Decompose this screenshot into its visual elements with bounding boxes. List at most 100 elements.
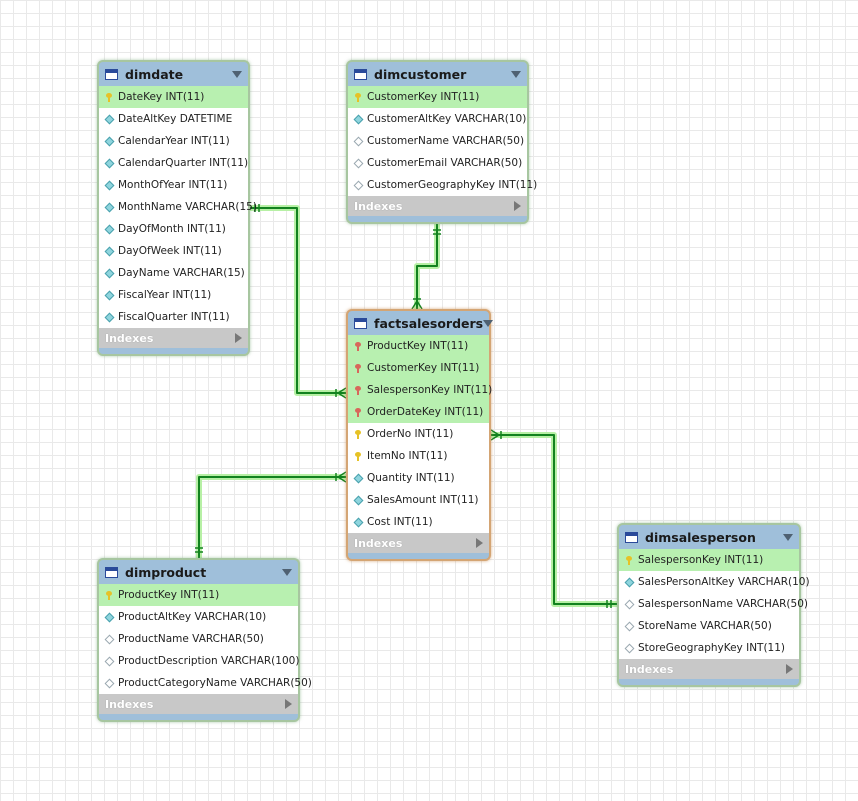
column-row[interactable]: DateKey INT(11) [99,86,248,108]
column-row[interactable]: CalendarYear INT(11) [99,130,248,152]
table-dimproduct[interactable]: dimproduct ProductKey INT(11) ProductAltK… [97,558,312,722]
indexes-section[interactable]: Indexes [619,659,799,679]
column-label: MonthOfYear INT(11) [118,179,228,191]
expand-arrow-icon[interactable] [285,699,292,709]
table-header[interactable]: dimproduct [99,560,298,584]
column-diamond-icon [105,657,113,666]
column-diamond-icon [105,137,113,146]
column-row[interactable]: DayName VARCHAR(15) [99,262,248,284]
collapse-chevron-icon[interactable] [282,568,292,576]
relationship-line-dimsalesperson[interactable] [491,434,617,605]
column-row[interactable]: DateAltKey DATETIME [99,108,248,130]
collapse-chevron-icon[interactable] [483,319,494,327]
column-row[interactable]: ProductKey INT(11) [99,584,298,606]
column-row[interactable]: StoreName VARCHAR(50) [619,615,799,637]
column-row[interactable]: DayOfMonth INT(11) [99,218,248,240]
column-label: DayOfMonth INT(11) [118,223,226,235]
column-diamond-icon [625,644,633,653]
table-icon [105,566,118,578]
indexes-section[interactable]: Indexes [348,533,489,553]
column-row[interactable]: CustomerEmail VARCHAR(50) [348,152,527,174]
column-row[interactable]: SalespersonKey INT(11) [348,379,492,401]
table-dimdate[interactable]: dimdate DateKey INT(11) DateAltKey DATETI… [97,60,257,356]
table-header[interactable]: dimcustomer [348,62,527,86]
column-label: ProductAltKey VARCHAR(10) [118,611,267,623]
table-icon [354,317,367,329]
column-label: CalendarQuarter INT(11) [118,157,249,169]
column-diamond-icon [105,613,113,622]
expand-arrow-icon[interactable] [786,664,793,674]
column-row[interactable]: OrderDateKey INT(11) [348,401,489,423]
column-row[interactable]: ProductDescription VARCHAR(100) [99,650,300,672]
column-label: CalendarYear INT(11) [118,135,230,147]
column-diamond-icon [105,291,113,300]
column-row[interactable]: StoreGeographyKey INT(11) [619,637,799,659]
expand-arrow-icon[interactable] [235,333,242,343]
column-list: ProductKey INT(11)CustomerKey INT(11)Sal… [348,335,492,533]
relationship-line-dimdate[interactable] [250,207,346,394]
indexes-section[interactable]: Indexes [99,694,298,714]
column-row[interactable]: OrderNo INT(11) [348,423,489,445]
column-row[interactable]: ItemNo INT(11) [348,445,489,467]
collapse-chevron-icon[interactable] [783,533,793,541]
collapse-chevron-icon[interactable] [511,70,521,78]
table-header[interactable]: dimsalesperson [619,525,799,549]
column-label: StoreName VARCHAR(50) [638,620,772,632]
column-row[interactable]: SalesAmount INT(11) [348,489,489,511]
table-header[interactable]: dimdate [99,62,248,86]
column-diamond-icon [105,115,113,124]
table-name: dimproduct [125,564,207,580]
crows-foot [490,434,500,441]
column-label: ProductDescription VARCHAR(100) [118,655,300,667]
column-row[interactable]: CustomerAltKey VARCHAR(10) [348,108,527,130]
column-row[interactable]: MonthOfYear INT(11) [99,174,248,196]
relationship-line-dimproduct[interactable] [198,476,346,558]
expand-arrow-icon[interactable] [514,201,521,211]
column-row[interactable]: Quantity INT(11) [348,467,489,489]
column-row[interactable]: SalespersonKey INT(11) [619,549,799,571]
foreign-key-icon [354,363,362,373]
collapse-chevron-icon[interactable] [232,70,242,78]
column-diamond-icon [354,518,362,527]
column-row[interactable]: CustomerKey INT(11) [348,86,527,108]
column-row[interactable]: Cost INT(11) [348,511,489,533]
indexes-section[interactable]: Indexes [99,328,248,348]
column-row[interactable]: ProductKey INT(11) [348,335,489,357]
column-row[interactable]: CalendarQuarter INT(11) [99,152,248,174]
table-dimsalesperson[interactable]: dimsalesperson SalespersonKey INT(11)Sal… [617,523,810,687]
column-row[interactable]: SalespersonName VARCHAR(50) [619,593,808,615]
primary-key-icon [354,451,362,461]
column-label: StoreGeographyKey INT(11) [638,642,786,654]
column-row[interactable]: DayOfWeek INT(11) [99,240,248,262]
column-diamond-icon [625,578,633,587]
column-row[interactable]: ProductCategoryName VARCHAR(50) [99,672,312,694]
table-factsalesorders[interactable]: factsalesorders ProductKey INT(11)Custom… [346,309,494,561]
column-row[interactable]: CustomerName VARCHAR(50) [348,130,527,152]
column-row[interactable]: CustomerKey INT(11) [348,357,489,379]
column-label: FiscalYear INT(11) [118,289,212,301]
column-diamond-icon [105,181,113,190]
expand-arrow-icon[interactable] [476,538,483,548]
column-row[interactable]: MonthName VARCHAR(15) [99,196,257,218]
column-label: DateKey INT(11) [118,91,205,103]
crows-foot [337,387,347,394]
indexes-label: Indexes [354,536,403,550]
indexes-label: Indexes [354,199,403,213]
column-row[interactable]: ProductName VARCHAR(50) [99,628,298,650]
relationship-line-dimcustomer[interactable] [416,224,438,309]
foreign-key-icon [354,341,362,351]
column-label: FiscalQuarter INT(11) [118,311,230,323]
primary-key-icon [354,92,362,102]
column-row[interactable]: ProductAltKey VARCHAR(10) [99,606,298,628]
column-row[interactable]: SalesPersonAltKey VARCHAR(10) [619,571,810,593]
column-label: CustomerKey INT(11) [367,91,480,103]
column-diamond-icon [105,225,113,234]
indexes-section[interactable]: Indexes [348,196,527,216]
table-header[interactable]: factsalesorders [348,311,494,335]
column-row[interactable]: CustomerGeographyKey INT(11) [348,174,537,196]
table-dimcustomer[interactable]: dimcustomer CustomerKey INT(11) CustomerA… [346,60,537,224]
column-row[interactable]: FiscalYear INT(11) [99,284,248,306]
column-row[interactable]: FiscalQuarter INT(11) [99,306,248,328]
